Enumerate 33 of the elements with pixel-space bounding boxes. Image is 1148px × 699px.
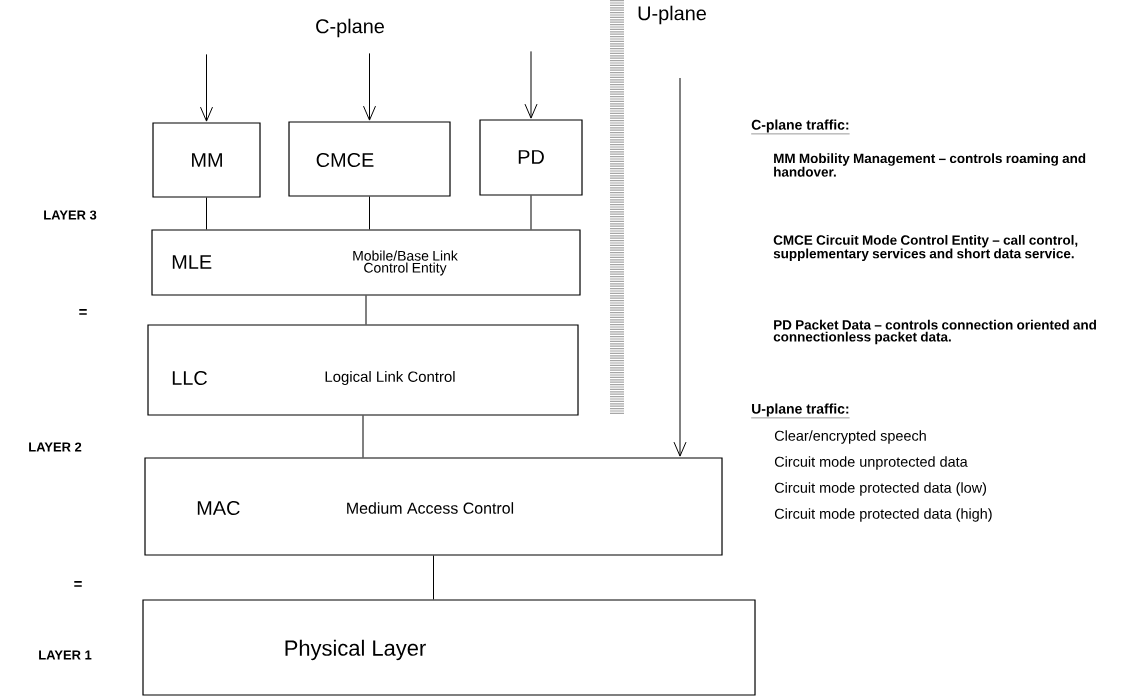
layer-box: MLE Mobile/Base Link Control Entity xyxy=(151,229,581,296)
description-text: MM Mobility Management – controls roaming and handover. xyxy=(774,153,1086,177)
layer-box: LLC Logical Link Control xyxy=(147,324,579,416)
entity-box: MM xyxy=(152,122,261,198)
connector-line xyxy=(433,555,434,600)
connector-line xyxy=(365,295,367,325)
description-text: PD Packet Data – controls connection oriented and connectionless packet data. xyxy=(773,319,1096,345)
traffic-item: Circuit mode protected data (high) xyxy=(774,508,992,522)
connector-line xyxy=(362,415,364,458)
layer-label: LAYER 2 xyxy=(29,442,82,452)
traffic-item: Circuit mode protected data (low) xyxy=(774,482,987,496)
arrow xyxy=(363,52,376,121)
layer-label: LAYER 3 xyxy=(44,210,97,220)
description-text: CMCE Circuit Mode Control Entity – call control, supplementary services and short data service. xyxy=(773,234,1078,262)
connector-line xyxy=(206,197,207,230)
layer-box: MAC Medium Access Control xyxy=(144,457,723,556)
traffic-item: Clear/encrypted speech xyxy=(774,430,926,444)
layer-label: = xyxy=(79,309,87,315)
arrow xyxy=(673,77,687,457)
entity-box: PD xyxy=(479,119,583,196)
section-heading: C-plane traffic: xyxy=(751,119,850,135)
connector-line xyxy=(530,195,532,230)
section-heading: U-plane traffic: xyxy=(751,403,850,419)
plane-label: U-plane xyxy=(638,5,706,25)
connector-line xyxy=(369,196,370,230)
layer-label: = xyxy=(74,581,82,587)
layer-label: LAYER 1 xyxy=(39,650,92,660)
arrow xyxy=(524,50,538,119)
entity-box: CMCE xyxy=(288,121,451,197)
traffic-item: Circuit mode unprotected data xyxy=(774,456,968,470)
plane-label: C-plane xyxy=(316,18,384,38)
arrow xyxy=(200,53,213,122)
layer-box: Physical Layer xyxy=(142,599,756,696)
